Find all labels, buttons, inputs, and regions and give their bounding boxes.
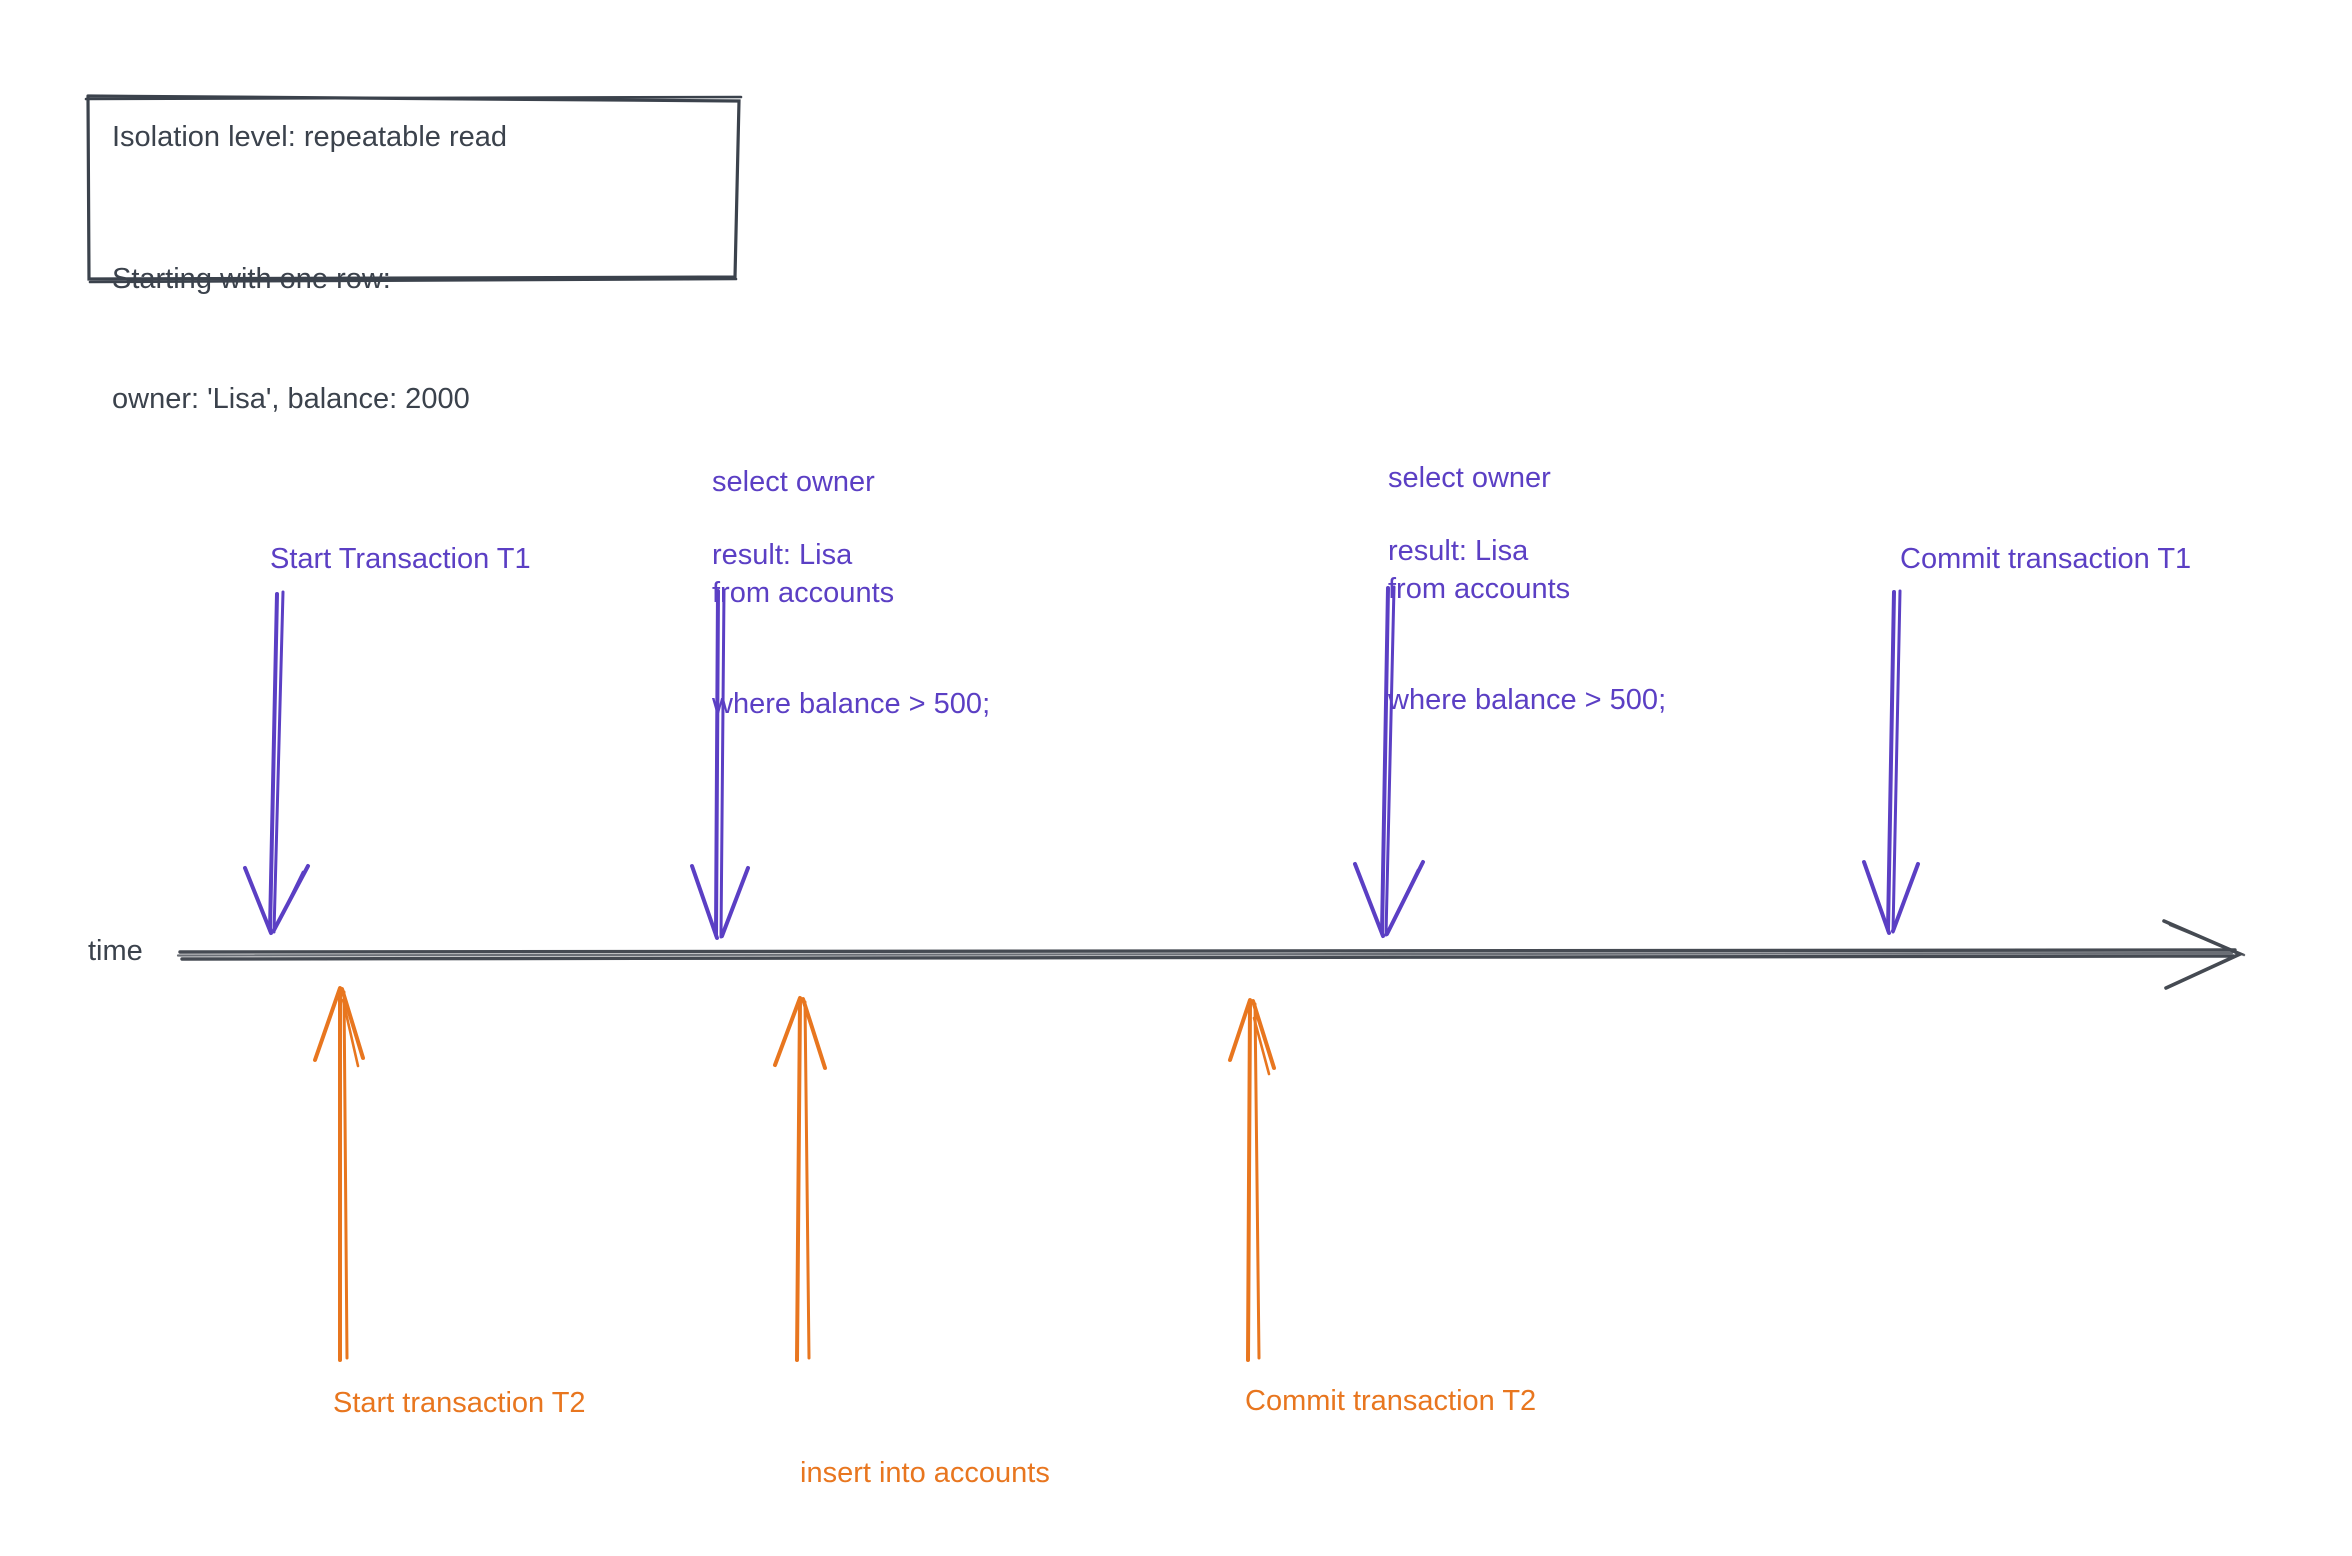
t2-arrow-insert	[773, 996, 827, 1362]
label-t1-select-2-result: result: Lisa	[1388, 535, 1529, 567]
label-t1-select-1-result: result: Lisa	[712, 539, 853, 571]
label-t1-select-1-sql: select owner from accounts where balance…	[712, 390, 990, 797]
note-box: Isolation level: repeatable read Startin…	[86, 93, 738, 415]
t1-arrow-commit	[1862, 589, 1920, 935]
label-t1-select-2-sql: select owner from accounts where balance…	[1388, 386, 1666, 793]
t1-select-2-sql-line1: select owner	[1388, 462, 1551, 494]
note-starting-row-line1: Starting with one row:	[112, 263, 391, 295]
t2-insert-line1: insert into accounts	[800, 1457, 1050, 1489]
t1-select-2-sql-line3: where balance > 500;	[1388, 684, 1667, 716]
t1-select-2-sql-line2: from accounts	[1388, 573, 1571, 605]
t1-select-1-sql-line2: from accounts	[712, 577, 895, 609]
label-t2-insert: insert into accounts values ('John', 125…	[800, 1381, 1074, 1556]
t1-select-1-sql-line3: where balance > 500;	[712, 688, 991, 720]
note-starting-row-line2: owner: 'Lisa', balance: 2000	[112, 383, 470, 415]
label-start-transaction-t2: Start transaction T2	[333, 1387, 586, 1419]
label-commit-transaction-t2: Commit transaction T2	[1245, 1385, 1537, 1417]
time-axis-label: time	[88, 935, 143, 967]
time-axis	[176, 919, 2246, 990]
label-start-transaction-t1: Start Transaction T1	[270, 543, 531, 575]
note-isolation-level: Isolation level: repeatable read	[112, 121, 507, 153]
t2-arrow-start	[313, 986, 365, 1362]
t1-select-1-sql-line1: select owner	[712, 466, 875, 498]
label-commit-transaction-t1: Commit transaction T1	[1900, 543, 2192, 575]
t1-arrow-start	[243, 590, 310, 935]
t2-arrow-commit	[1228, 998, 1276, 1362]
note-starting-row: Starting with one row: owner: 'Lisa', ba…	[112, 179, 470, 499]
